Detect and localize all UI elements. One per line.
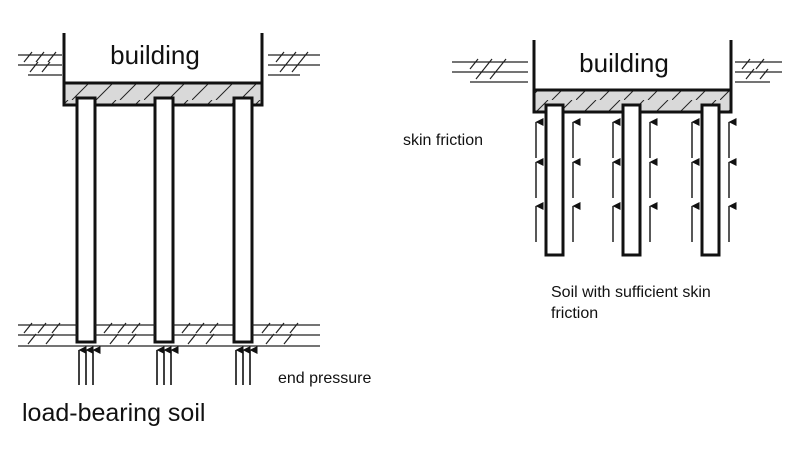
friction-soil-label-line1: Soil with sufficient skin: [551, 284, 711, 301]
skin-friction-label: skin friction: [403, 132, 483, 149]
skin-friction-arrows: [535, 118, 737, 242]
friction-soil-label-line2: friction: [551, 305, 598, 322]
load-bearing-soil-label: load-bearing soil: [22, 399, 205, 427]
building-walls-right: [532, 40, 733, 95]
end-pressure-arrows: [78, 346, 258, 385]
pile-left-3: [232, 96, 254, 344]
ground-surface-right-b: [735, 58, 782, 83]
end-bearing-pile-diagram: building: [18, 33, 371, 427]
friction-pile-diagram: building s: [403, 40, 782, 322]
ground-surface-left-b: [268, 51, 320, 76]
pile-right-1: [544, 103, 565, 257]
building-label-right: building: [579, 48, 669, 78]
end-pressure-label: end pressure: [278, 370, 371, 387]
load-bearing-soil-layer: [18, 322, 320, 347]
pile-left-1: [75, 96, 97, 344]
pile-left-2: [153, 96, 175, 344]
pile-right-3: [700, 103, 721, 257]
ground-surface-left-a: [18, 51, 62, 76]
ground-surface-right-a: [452, 58, 528, 83]
pile-right-2: [621, 103, 642, 257]
building-walls-left: [62, 33, 264, 88]
building-label-left: building: [110, 40, 200, 70]
